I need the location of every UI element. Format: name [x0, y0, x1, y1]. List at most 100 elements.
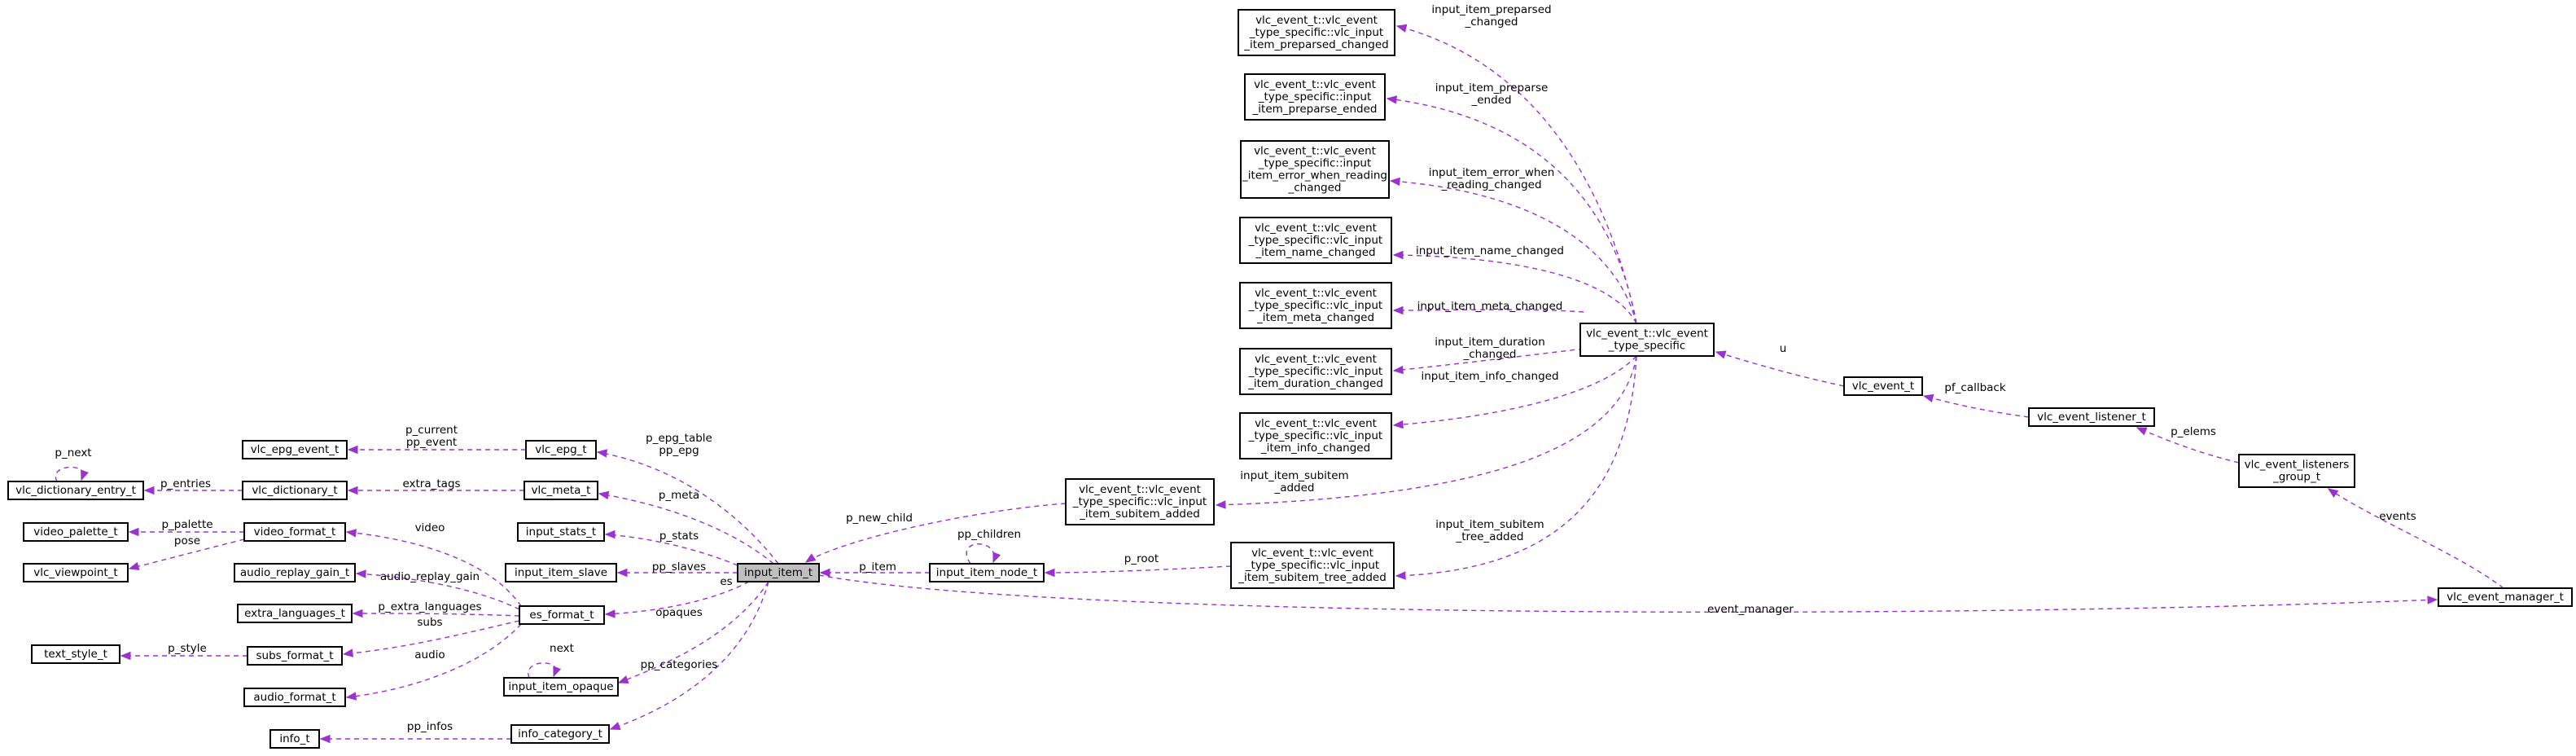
arrowhead [1392, 365, 1404, 375]
node-label: video_palette_t [33, 525, 117, 538]
node-box[interactable] [929, 563, 1045, 582]
node-box[interactable] [2238, 454, 2355, 488]
edge-line [55, 466, 85, 482]
edge-label: p_stats [659, 530, 699, 543]
node-label: vlc_epg_event_t [251, 443, 340, 456]
node-label: _item_duration_changed [1247, 377, 1383, 390]
node-box[interactable] [7, 481, 144, 500]
node-vlc-dictionary-t[interactable]: vlc_dictionary_t [242, 481, 348, 500]
node-box[interactable] [1239, 412, 1392, 459]
edge-p-meta: p_meta [598, 489, 774, 565]
node-input-item-node-t[interactable]: input_item_node_t [929, 563, 1045, 582]
node-ev-preparse-ended[interactable]: vlc_event_t::vlc_event_type_specific::in… [1244, 73, 1386, 121]
edge-label: p_root [1124, 552, 1159, 565]
node-input-item-t[interactable]: input_item_t [737, 563, 820, 582]
edge-p-new-child: p_new_child [804, 503, 1067, 563]
node-video-format-t[interactable]: video_format_t [243, 522, 346, 542]
node-es-format-t[interactable]: es_format_t [519, 605, 605, 625]
node-box[interactable] [234, 563, 356, 582]
edge-label: es [720, 575, 732, 588]
node-box[interactable] [503, 677, 619, 697]
node-box[interactable] [1239, 217, 1392, 264]
node-box[interactable] [2438, 587, 2573, 607]
node-box[interactable] [737, 563, 820, 582]
node-box[interactable] [269, 729, 320, 749]
node-box[interactable] [505, 563, 617, 582]
node-vlc-event-listener-t[interactable]: vlc_event_listener_t [2028, 407, 2155, 427]
node-box[interactable] [242, 440, 348, 459]
node-box[interactable] [1238, 9, 1395, 56]
node-box[interactable] [1244, 73, 1386, 121]
edge-label: p_palette [161, 518, 212, 531]
node-label: _item_preparse_ended [1252, 103, 1378, 116]
node-box[interactable] [525, 440, 597, 459]
node-ev-subitem-added[interactable]: vlc_event_t::vlc_event_type_specific::vl… [1065, 478, 1215, 525]
edge-pp-infos: pp_infos [319, 720, 512, 744]
arrowhead [342, 648, 354, 657]
node-ev-preparsed[interactable]: vlc_event_t::vlc_event_type_specific::vl… [1238, 9, 1395, 56]
node-vlc-event-manager-t[interactable]: vlc_event_manager_t [2438, 587, 2573, 607]
node-input-item-slave[interactable]: input_item_slave [505, 563, 617, 582]
node-vlc-dictionary-entry-t[interactable]: vlc_dictionary_entry_t [7, 481, 144, 500]
node-box[interactable] [242, 481, 348, 500]
node-ev-type-specific[interactable]: vlc_event_t::vlc_event_type_specific [1579, 323, 1715, 357]
arrowhead [604, 530, 616, 539]
node-info-t[interactable]: info_t [269, 729, 320, 749]
node-box[interactable] [247, 646, 343, 666]
node-label: audio_replay_gain_t [240, 566, 349, 579]
node-label: _changed [1287, 182, 1341, 195]
node-vlc-epg-t[interactable]: vlc_epg_t [525, 440, 597, 459]
edge-input-item-preparsed: input_item_preparsed_changed [1395, 3, 1637, 324]
node-box[interactable] [519, 605, 605, 625]
node-vlc-epg-event-t[interactable]: vlc_epg_event_t [242, 440, 348, 459]
node-ev-name-changed[interactable]: vlc_event_t::vlc_event_type_specific::vl… [1239, 217, 1392, 264]
edge-line [605, 581, 750, 615]
node-box[interactable] [510, 724, 610, 744]
node-box[interactable] [1579, 323, 1715, 357]
edge-label: pose [174, 534, 200, 547]
node-audio-replay-gain-t[interactable]: audio_replay_gain_t [234, 563, 356, 582]
edge-label: opaques [655, 606, 703, 619]
node-label: input_item_node_t [936, 566, 1037, 579]
node-box[interactable] [243, 522, 346, 542]
node-vlc-viewpoint-t[interactable]: vlc_viewpoint_t [23, 563, 129, 582]
node-ev-info-changed[interactable]: vlc_event_t::vlc_event_type_specific::vl… [1239, 412, 1392, 459]
node-label: vlc_event_manager_t [2447, 591, 2564, 604]
node-input-stats-t[interactable]: input_stats_t [517, 522, 605, 542]
node-video-palette-t[interactable]: video_palette_t [23, 522, 129, 542]
edge-line [1045, 565, 1232, 574]
node-box[interactable] [517, 522, 605, 542]
node-info-category-t[interactable]: info_category_t [510, 724, 610, 744]
node-label: info_t [279, 732, 309, 745]
node-audio-format-t[interactable]: audio_format_t [243, 688, 346, 707]
node-box[interactable] [1240, 140, 1390, 199]
nodes-layer: input_item_t vlc_event_t::vlc_event_type_… [7, 9, 2573, 749]
node-box[interactable] [1230, 542, 1395, 589]
edge-label: _tree_added [1456, 530, 1524, 543]
node-box[interactable] [1239, 348, 1392, 395]
node-extra-languages-t[interactable]: extra_languages_t [237, 604, 353, 623]
node-box[interactable] [31, 644, 120, 664]
node-input-item-opaque[interactable]: input_item_opaque [503, 677, 619, 697]
node-vlc-event-listeners-group-t[interactable]: vlc_event_listeners_group_t [2238, 454, 2355, 488]
node-ev-duration-changed[interactable]: vlc_event_t::vlc_event_type_specific::vl… [1239, 348, 1392, 395]
node-vlc-event-t[interactable]: vlc_event_t [1843, 376, 1923, 396]
node-vlc-meta-t[interactable]: vlc_meta_t [524, 481, 598, 500]
node-box[interactable] [2028, 407, 2155, 427]
node-ev-subitem-tree-added[interactable]: vlc_event_t::vlc_event_type_specific::vl… [1230, 542, 1395, 589]
node-box[interactable] [1843, 376, 1923, 396]
node-box[interactable] [237, 604, 353, 623]
node-ev-meta-changed[interactable]: vlc_event_t::vlc_event_type_specific::vl… [1239, 282, 1392, 329]
node-ev-error-when-reading[interactable]: vlc_event_t::vlc_event_type_specific::in… [1240, 140, 1390, 199]
node-text-style-t[interactable]: text_style_t [31, 644, 120, 664]
arrowhead [120, 651, 131, 661]
node-box[interactable] [23, 522, 129, 542]
node-box[interactable] [243, 688, 346, 707]
node-box[interactable] [1239, 282, 1392, 329]
node-box[interactable] [1065, 478, 1215, 525]
arrowhead [347, 486, 358, 495]
node-subs-format-t[interactable]: subs_format_t [247, 646, 343, 666]
node-box[interactable] [23, 563, 129, 582]
edge-pp-slaves: pp_slaves [616, 560, 738, 578]
node-box[interactable] [524, 481, 598, 500]
